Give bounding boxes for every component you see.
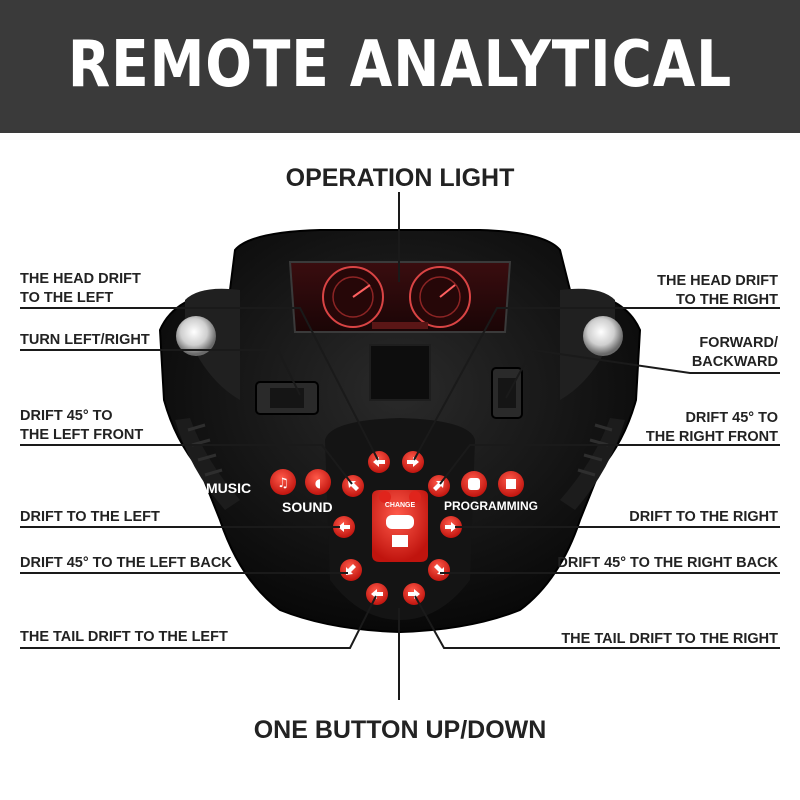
label-turn-left-right: TURN LEFT/RIGHT	[20, 332, 150, 348]
label-forward-backward: FORWARD/BACKWARD	[691, 335, 778, 370]
label-operation-light: OPERATION LIGHT	[285, 164, 515, 192]
svg-text:◖: ◖	[315, 476, 321, 490]
change-label: CHANGE	[384, 502, 416, 509]
label-tail-drift-left: THE TAIL DRIFT TO THE LEFT	[20, 629, 228, 645]
programming-label: PROGRAMMING	[444, 499, 538, 513]
operation-light-screen	[288, 261, 512, 333]
label-drift-right: DRIFT TO THE RIGHT	[629, 509, 778, 525]
sound-label: SOUND	[282, 499, 333, 515]
label-one-button: ONE BUTTON UP/DOWN	[253, 716, 547, 744]
callout-lines	[20, 192, 780, 700]
page-title: REMOTE ANALYTICAL	[67, 28, 733, 102]
sound-button[interactable]	[305, 469, 331, 495]
button-arrow-glyphs: ♫ ◖	[277, 457, 516, 599]
svg-text:♫: ♫	[277, 476, 289, 491]
label-drift45-right-back: DRIFT 45° TO THE RIGHT BACK	[557, 555, 778, 571]
turn-left-right-stick[interactable]	[255, 381, 319, 415]
label-drift-left: DRIFT TO THE LEFT	[20, 509, 160, 525]
label-drift45-left-back: DRIFT 45° TO THE LEFT BACK	[20, 555, 232, 571]
right-headlight-icon	[583, 316, 623, 356]
header-banner: REMOTE ANALYTICAL	[0, 0, 800, 133]
label-tail-drift-right: THE TAIL DRIFT TO THE RIGHT	[561, 631, 778, 647]
music-button[interactable]	[270, 469, 296, 495]
left-headlight-icon	[176, 316, 216, 356]
music-label: MUSIC	[206, 480, 252, 496]
